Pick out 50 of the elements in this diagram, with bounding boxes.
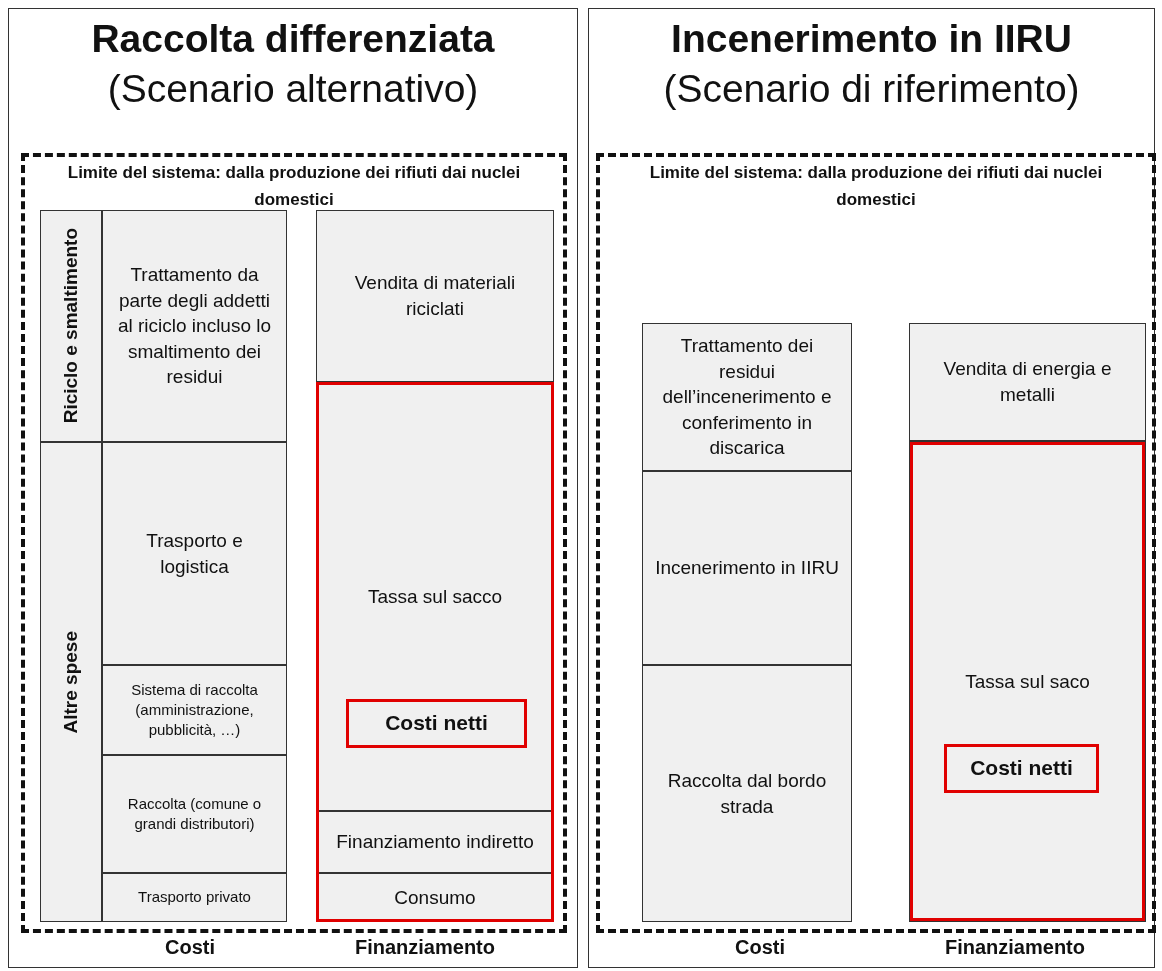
boundary-label: Limite del sistema: dalla produzione dei rifiuti dai nuclei domestici xyxy=(66,162,522,212)
cell-text: Tassa sul sacco xyxy=(367,584,503,609)
cost-cell xyxy=(102,210,287,442)
panel-subtitle: (Scenario di riferimento) xyxy=(662,67,1081,111)
cell-text: Trasporto e logistica xyxy=(145,528,244,579)
cost-cell xyxy=(642,665,852,922)
column-label: Costi xyxy=(164,936,216,959)
cost-cell xyxy=(102,665,287,755)
category-cell xyxy=(40,442,102,922)
category-label: Altre spese xyxy=(59,630,83,734)
cost-cell xyxy=(642,323,852,471)
cost-cell xyxy=(316,811,554,873)
highlight-frame xyxy=(316,382,554,922)
category-cell xyxy=(40,210,102,442)
column-label: Finanziamento xyxy=(944,936,1086,959)
panel-subtitle: (Scenario alternativo) xyxy=(106,67,480,111)
scenario-panel xyxy=(588,8,1155,968)
cost-cell xyxy=(909,323,1146,441)
cost-cell xyxy=(102,873,287,922)
system-boundary-frame xyxy=(21,153,567,933)
category-label: Riciclo e smaltimento xyxy=(59,228,83,424)
cell-text: Sistema di raccolta (amministrazione, pubblicità, …) xyxy=(130,679,259,741)
cell-text: Tassa sul saco xyxy=(965,669,1090,694)
cell-text: Raccolta (comune o grandi distributori) xyxy=(126,793,263,834)
cell-text: Vendita di materiali riciclati xyxy=(353,271,517,321)
scenario-panel xyxy=(8,8,578,968)
highlight-box xyxy=(346,699,527,748)
column-label: Costi xyxy=(734,936,786,959)
highlighted-cell xyxy=(909,441,1146,922)
boundary-label: Limite del sistema: dalla produzione dei rifiuti dai nuclei domestici xyxy=(648,162,1104,212)
system-boundary-frame xyxy=(596,153,1156,933)
cell-text: Trattamento da parte degli addetti al riciclo incluso lo smaltimento dei residui xyxy=(116,262,273,390)
highlight-label: Costi netti xyxy=(385,710,488,737)
cost-cell xyxy=(642,471,852,665)
highlight-box xyxy=(944,744,1099,793)
highlight-label: Costi netti xyxy=(970,755,1073,782)
cell-text: Consumo xyxy=(394,885,476,910)
cell-text: Raccolta dal bordo strada xyxy=(666,768,828,819)
cost-cell xyxy=(102,442,287,665)
panel-title: Incenerimento in IIRU xyxy=(670,17,1073,61)
cell-text: Vendita di energia e metalli xyxy=(942,357,1113,407)
cost-cell xyxy=(316,210,554,382)
panel-title: Raccolta differenziata xyxy=(90,17,496,61)
cell-text: Trasporto privato xyxy=(138,887,251,908)
cell-text: Trattamento dei residui dell’incenerimento e conferimento in discarica xyxy=(661,333,833,461)
cell-text: Finanziamento indiretto xyxy=(336,830,534,855)
cell-text: Incenerimento in IIRU xyxy=(655,556,839,581)
column-label: Finanziamento xyxy=(354,936,496,959)
cost-cell xyxy=(316,382,554,811)
cost-cell xyxy=(102,755,287,873)
